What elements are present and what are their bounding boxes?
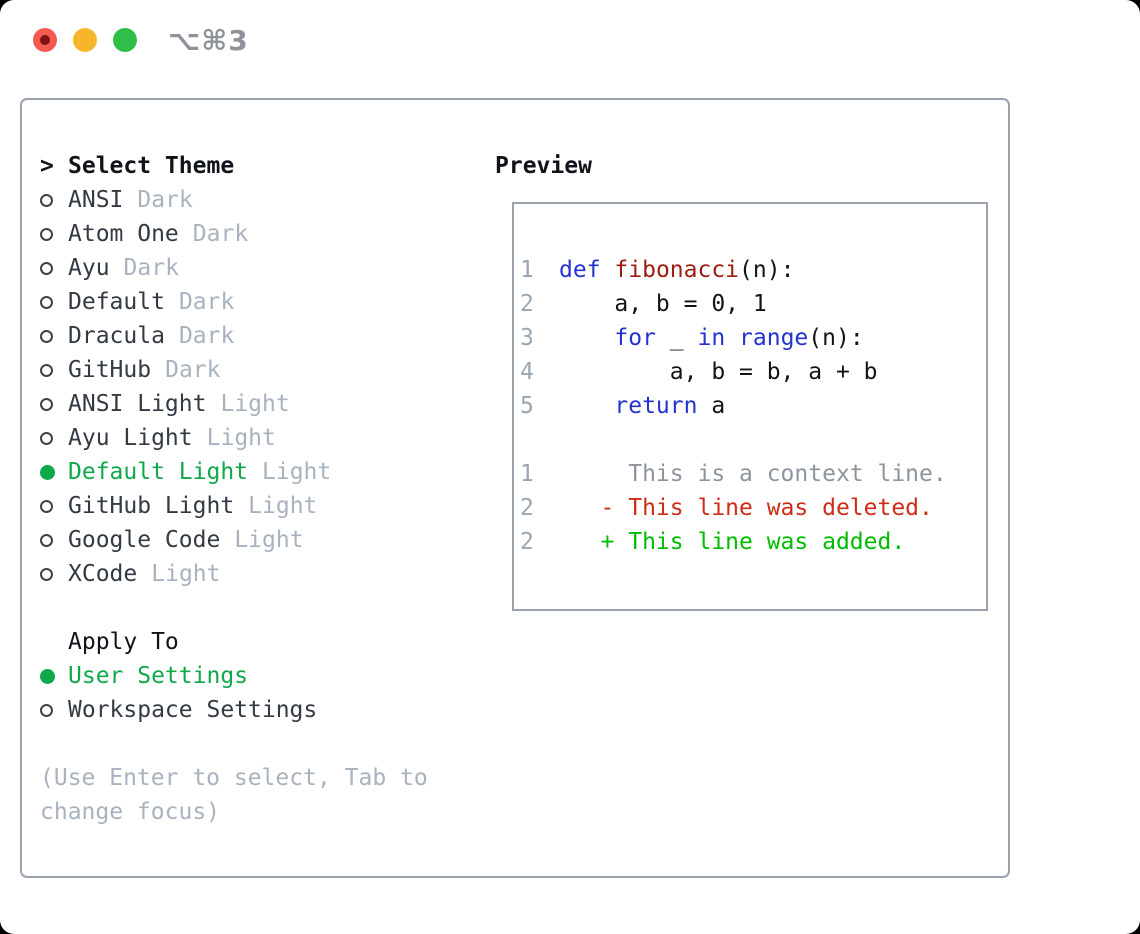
theme-name: Google Code	[68, 527, 221, 553]
line-number: 1	[520, 461, 534, 487]
radio-unselected-icon	[40, 363, 68, 377]
preview-title: Preview	[495, 153, 592, 179]
theme-option-xcode-light[interactable]: XCode Light	[40, 557, 480, 591]
line-number: 2	[520, 529, 534, 555]
radio-selected-icon	[40, 668, 68, 684]
theme-option-github-dark[interactable]: GitHub Dark	[40, 353, 480, 387]
theme-option-ansi-light[interactable]: ANSI Light Light	[40, 387, 480, 421]
theme-name: ANSI	[68, 187, 124, 213]
line-number: 5	[520, 393, 534, 419]
theme-name: GitHub	[68, 357, 152, 383]
radio-unselected-icon	[40, 261, 68, 275]
theme-picker-panel: > Select Theme ANSI Dark Atom One Dark A…	[20, 98, 1010, 878]
theme-badge: Light	[206, 425, 276, 451]
radio-unselected-icon	[40, 567, 68, 581]
theme-option-github-light[interactable]: GitHub Light Light	[40, 489, 480, 523]
theme-name: Atom One	[68, 221, 179, 247]
theme-name: Ayu Light	[68, 425, 193, 451]
theme-badge: Dark	[178, 289, 235, 315]
code-line: 4 a, b = b, a + b	[520, 355, 986, 389]
keyboard-hint-line-2: change focus)	[40, 799, 221, 825]
line-number: 2	[520, 495, 534, 521]
radio-unselected-icon	[40, 397, 68, 411]
radio-unselected-icon	[40, 703, 68, 717]
keyboard-hint-line-1: (Use Enter to select, Tab to	[40, 765, 428, 791]
theme-option-ansi-dark[interactable]: ANSI Dark	[40, 183, 480, 217]
line-number: 1	[520, 257, 534, 283]
radio-unselected-icon	[40, 499, 68, 513]
apply-option-user-settings[interactable]: User Settings	[40, 659, 480, 693]
theme-list-title: Select Theme	[68, 153, 235, 179]
theme-option-dracula-dark[interactable]: Dracula Dark	[40, 319, 480, 353]
apply-to-title: Apply To	[68, 629, 179, 655]
theme-name: Default	[68, 289, 165, 315]
line-number: 4	[520, 359, 534, 385]
radio-unselected-icon	[40, 227, 68, 241]
blank-line	[520, 423, 986, 457]
cursor-caret-icon: >	[40, 153, 54, 179]
apply-option-label: User Settings	[68, 663, 249, 689]
theme-name: ANSI Light	[68, 391, 207, 417]
theme-name: Ayu	[68, 255, 110, 281]
maximize-window-icon[interactable]	[113, 28, 137, 52]
theme-option-ayu-light[interactable]: Ayu Light Light	[40, 421, 480, 455]
theme-badge: Dark	[192, 221, 249, 247]
code-line: 3 for _ in range(n):	[520, 321, 986, 355]
radio-unselected-icon	[40, 329, 68, 343]
apply-option-workspace-settings[interactable]: Workspace Settings	[40, 693, 480, 727]
theme-option-ayu-dark[interactable]: Ayu Dark	[40, 251, 480, 285]
apply-to-header-row: Apply To	[40, 625, 480, 659]
theme-badge: Light	[262, 459, 332, 485]
radio-unselected-icon	[40, 193, 68, 207]
radio-unselected-icon	[40, 295, 68, 309]
code-preview-pane: 1 def fibonacci(n): 2 a, b = 0, 1 3 for …	[512, 202, 988, 611]
radio-unselected-icon	[40, 431, 68, 445]
theme-badge: Light	[234, 527, 304, 553]
theme-badge: Dark	[123, 255, 179, 281]
theme-name: GitHub Light	[68, 493, 235, 519]
line-number: 2	[520, 291, 534, 317]
code-line: 5 return a	[520, 389, 986, 423]
minimize-window-icon[interactable]	[73, 28, 97, 52]
theme-badge: Dark	[137, 187, 193, 213]
theme-list-header-row: > Select Theme	[40, 149, 480, 183]
apply-option-label: Workspace Settings	[68, 697, 318, 723]
radio-unselected-icon	[40, 533, 68, 547]
titlebar: ⌥⌘3	[0, 0, 1140, 80]
theme-badge: Dark	[165, 357, 221, 383]
section-gap	[40, 591, 480, 625]
theme-badge: Dark	[178, 323, 235, 349]
code-line: 1 def fibonacci(n):	[520, 253, 986, 287]
theme-badge: Light	[220, 391, 290, 417]
section-gap	[40, 727, 480, 761]
close-window-icon[interactable]	[33, 28, 57, 52]
theme-name: XCode	[68, 561, 138, 587]
theme-option-atom-one-dark[interactable]: Atom One Dark	[40, 217, 480, 251]
line-number: 3	[520, 325, 534, 351]
diff-added-line: 2 + This line was added.	[520, 525, 986, 559]
diff-deleted-line: 2 - This line was deleted.	[520, 491, 986, 525]
theme-name: Default Light	[68, 459, 249, 485]
keyboard-shortcut-label: ⌥⌘3	[168, 24, 249, 57]
diff-context-line: 1 This is a context line.	[520, 457, 986, 491]
theme-option-google-code-light[interactable]: Google Code Light	[40, 523, 480, 557]
radio-selected-icon	[40, 464, 68, 480]
theme-name: Dracula	[68, 323, 165, 349]
theme-option-default-light[interactable]: Default Light Light	[40, 455, 480, 489]
theme-option-default-dark[interactable]: Default Dark	[40, 285, 480, 319]
theme-list-column: > Select Theme ANSI Dark Atom One Dark A…	[40, 149, 480, 829]
theme-badge: Light	[151, 561, 221, 587]
theme-badge: Light	[248, 493, 318, 519]
code-line: 2 a, b = 0, 1	[520, 287, 986, 321]
